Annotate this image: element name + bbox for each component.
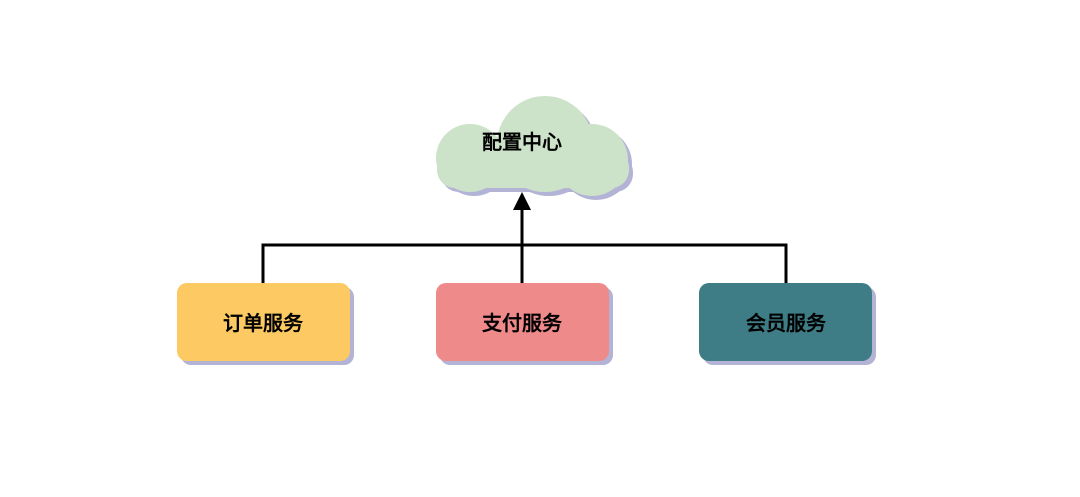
order-service-node: 订单服务 <box>177 283 354 365</box>
config-center-label: 配置中心 <box>482 130 562 154</box>
member-service-label: 会员服务 <box>746 311 827 335</box>
connector-member <box>522 243 788 283</box>
payment-service-node: 支付服务 <box>436 283 613 365</box>
payment-service-label: 支付服务 <box>482 311 563 335</box>
config-center-node: 配置中心 <box>436 96 633 200</box>
arrow-head-icon <box>513 192 531 210</box>
payment-service-box <box>436 283 609 361</box>
connector-order <box>261 243 522 283</box>
order-service-box <box>177 283 350 361</box>
cloud-icon <box>436 96 629 196</box>
order-service-label: 订单服务 <box>223 311 304 335</box>
member-service-box <box>699 283 872 361</box>
member-service-node: 会员服务 <box>699 283 876 365</box>
connectors <box>261 210 788 283</box>
